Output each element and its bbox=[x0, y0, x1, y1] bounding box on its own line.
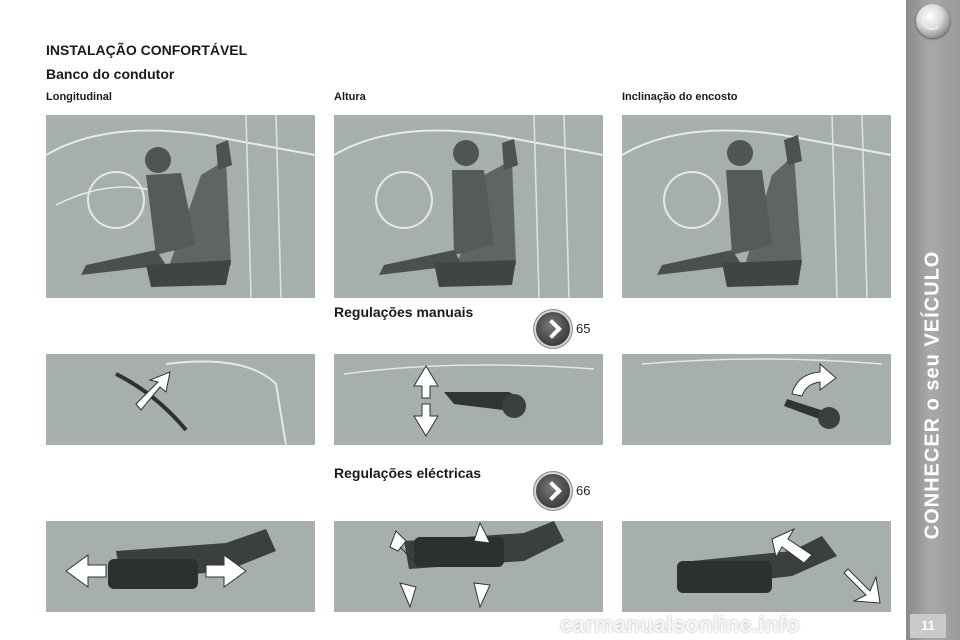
page-title: INSTALAÇÃO CONFORTÁVEL bbox=[46, 42, 248, 58]
illustration-manual-longitudinal bbox=[46, 354, 315, 445]
column-label-inclinacao: Inclinação do encosto bbox=[622, 91, 738, 103]
illustration-inclinacao-driver bbox=[622, 115, 891, 298]
column-label-longitudinal: Longitudinal bbox=[46, 91, 112, 103]
section-title-manual: Regulações manuais bbox=[334, 304, 474, 320]
page-reference-number[interactable]: 65 bbox=[576, 321, 591, 336]
illustration-electric-longitudinal bbox=[46, 521, 315, 612]
section-title-electric: Regulações eléctricas bbox=[334, 465, 482, 481]
illustration-manual-inclinacao bbox=[622, 354, 891, 445]
chapter-sidebar bbox=[906, 0, 960, 640]
page-subtitle: Banco do condutor bbox=[46, 66, 175, 82]
page-reference-number[interactable]: 66 bbox=[576, 483, 591, 498]
illustration-longitudinal-driver bbox=[46, 115, 315, 298]
watermark: carmanualsonline.info bbox=[560, 612, 800, 637]
illustration-electric-inclinacao bbox=[622, 521, 891, 612]
illustration-manual-altura bbox=[334, 354, 603, 445]
illustration-altura-driver bbox=[334, 115, 603, 298]
page-number: 11 bbox=[910, 614, 946, 638]
brand-logo-icon bbox=[916, 4, 950, 38]
page-reference-arrow-icon[interactable] bbox=[536, 312, 570, 346]
illustration-electric-altura bbox=[334, 521, 603, 612]
chapter-title: CONHECER o seu VEÍCULO bbox=[921, 250, 944, 540]
page-reference-arrow-icon[interactable] bbox=[536, 474, 570, 508]
column-label-altura: Altura bbox=[334, 91, 366, 103]
